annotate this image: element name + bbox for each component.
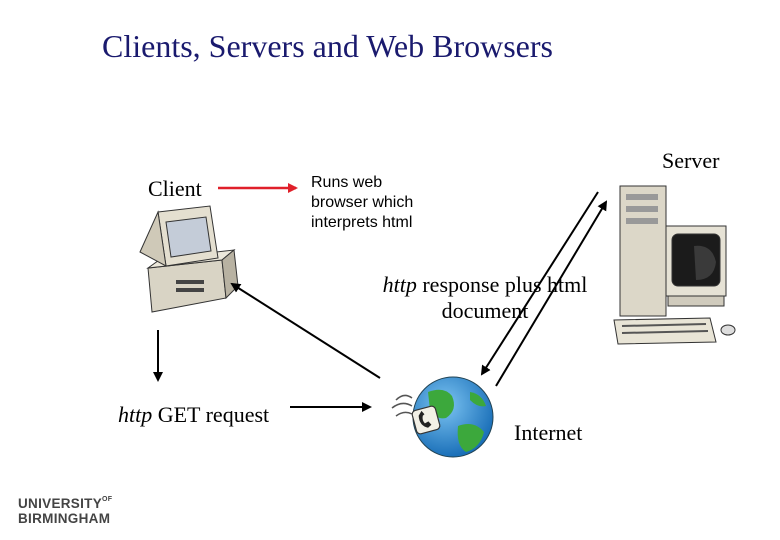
- client-label: Client: [148, 176, 202, 201]
- response-label-rest: response plus html: [416, 272, 588, 297]
- response-label-http: http: [382, 272, 417, 297]
- server-label: Server: [662, 148, 720, 173]
- client-note: Runs web browser which interprets html: [311, 174, 414, 231]
- server-computer-icon: [613, 185, 736, 345]
- request-label-http: http: [118, 402, 153, 427]
- logo-line2: BIRMINGHAM: [18, 511, 111, 526]
- university-logo: UNIVERSITYOF BIRMINGHAM: [18, 496, 112, 526]
- logo-university: UNIVERSITY: [18, 496, 103, 511]
- page-title: Clients, Servers and Web Browsers: [102, 28, 553, 64]
- request-label-rest: GET request: [152, 402, 270, 427]
- request-label: http GET request: [118, 402, 269, 428]
- logo-line1: UNIVERSITYOF: [18, 496, 112, 511]
- internet-label: Internet: [514, 420, 583, 445]
- internet-to-client-arrow: [230, 282, 381, 379]
- response-label-line2: document: [441, 298, 529, 323]
- client-computer-icon: [139, 205, 239, 313]
- response-label-line1: http response plus html: [360, 272, 610, 298]
- internet-globe-icon: [391, 376, 494, 458]
- logo-of: OF: [102, 496, 113, 503]
- response-label: http response plus html document: [360, 272, 610, 324]
- internet-to-server-arrow: [495, 200, 608, 387]
- server-to-internet-arrow: [480, 191, 599, 376]
